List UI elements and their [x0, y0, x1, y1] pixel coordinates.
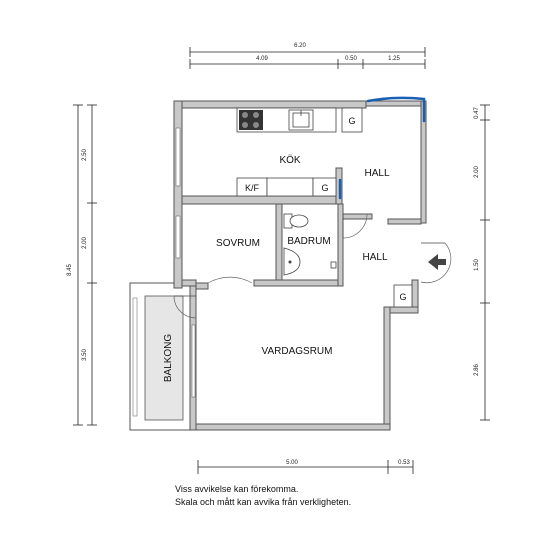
dim-left-b: 2.00: [82, 237, 88, 249]
dim-right-d: 2.86: [474, 364, 480, 376]
dim-left-total: 8.45: [67, 264, 73, 276]
dim-bottom-a: 5.00: [286, 460, 298, 466]
fixture-g-hall: G: [399, 292, 406, 302]
windows: [175, 127, 196, 398]
fixture-g-kitchen: G: [321, 183, 328, 193]
kitchen-fixtures: G K/F G: [236, 107, 363, 197]
room-label-badrum: BADRUM: [287, 236, 330, 247]
doors: [173, 213, 452, 319]
washbasin-icon: [283, 247, 301, 276]
dim-left-a: 2.50: [82, 149, 88, 161]
dim-left-c: 3.50: [82, 349, 88, 361]
bathroom-fixtures: [283, 213, 337, 276]
dim-right-c: 1.50: [474, 259, 480, 271]
room-label-hall-lower: HALL: [362, 252, 387, 263]
balcony: [129, 282, 191, 431]
stove-icon: [239, 110, 263, 130]
room-label-hall-upper: HALL: [364, 168, 389, 179]
room-label-balkong: BALKONG: [163, 334, 174, 383]
dim-top-total: 6.20: [294, 43, 306, 49]
dim-top-c: 1.25: [388, 56, 400, 62]
room-label-sovrum: SOVRUM: [216, 238, 260, 249]
room-label-vardagsrum: VARDAGSRUM: [262, 346, 333, 357]
entrance-arrow-icon: [428, 254, 446, 270]
dim-bottom-b: 0.53: [398, 460, 410, 466]
dimension-right: 0.47 2.00 1.50 2.86: [474, 104, 490, 421]
dim-top-b: 0.50: [345, 56, 357, 62]
sink-icon: [288, 109, 314, 131]
toilet-icon: [283, 213, 309, 229]
dimension-top: 6.20 4.09 0.50 1.25: [189, 43, 426, 69]
dim-right-b: 2.00: [474, 166, 480, 178]
note-line-1: Viss avvikelse kan förekomma.: [175, 484, 299, 494]
hall-fixtures: G: [393, 284, 413, 308]
note-line-2: Skala och mått kan avvika från verklighe…: [175, 497, 352, 507]
blue-markings: [338, 96, 426, 200]
outer-walls: [173, 100, 427, 431]
dim-right-a: 0.47: [474, 107, 480, 119]
dimension-bottom: 5.00 0.53: [197, 460, 414, 474]
fixture-kf: K/F: [245, 183, 260, 193]
dim-top-a: 4.09: [256, 56, 268, 62]
room-label-kok: KÖK: [279, 154, 300, 166]
dimension-left: 8.45 2.50 2.00 3.50: [67, 104, 97, 426]
fixture-g-top: G: [348, 116, 355, 126]
